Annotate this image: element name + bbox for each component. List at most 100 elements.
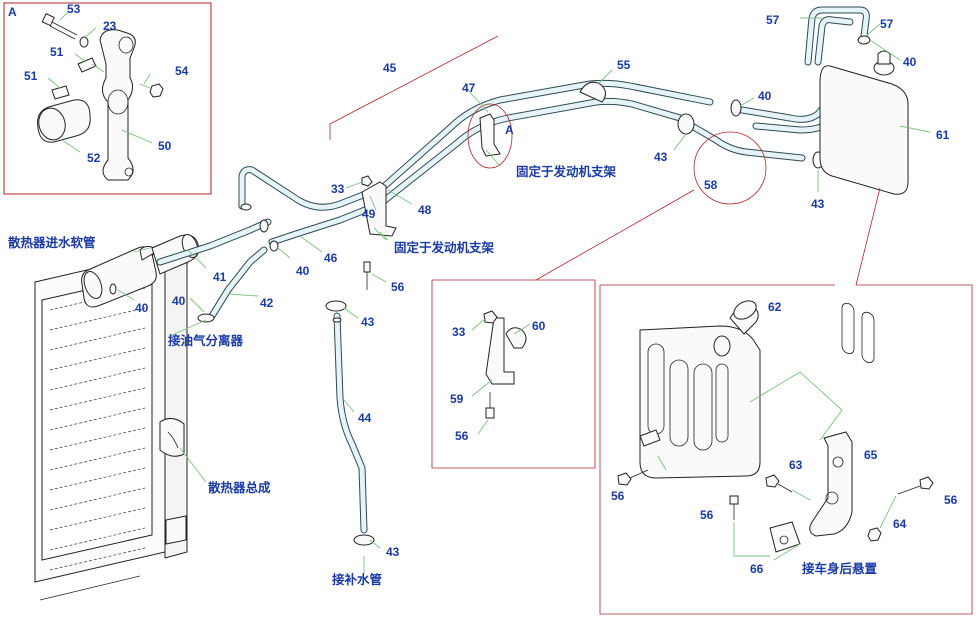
bolt-56-mid bbox=[729, 495, 739, 505]
callout-57b: 57 bbox=[880, 17, 894, 31]
callout-59: 59 bbox=[450, 392, 464, 406]
hose-network bbox=[156, 6, 870, 534]
bracket-48-49 bbox=[361, 175, 397, 290]
callout-33a: 33 bbox=[331, 182, 345, 196]
callout-52: 52 bbox=[87, 151, 101, 165]
callout-56c: 56 bbox=[611, 489, 625, 503]
callout-53: 53 bbox=[67, 2, 81, 16]
detail-a-circle bbox=[467, 103, 513, 169]
bolt-63 bbox=[765, 474, 780, 488]
clamp bbox=[240, 203, 252, 211]
callout-54: 54 bbox=[175, 64, 189, 78]
callout-46: 46 bbox=[324, 251, 338, 265]
label-to-makeup-water-pipe: 接补水管 bbox=[332, 572, 382, 587]
tank-61-detail bbox=[639, 325, 761, 479]
bolt-33-detail bbox=[483, 310, 498, 324]
callout-56b: 56 bbox=[455, 429, 469, 443]
callout-62: 62 bbox=[768, 300, 782, 314]
callout-43d: 43 bbox=[386, 545, 400, 559]
detail-a-leaders bbox=[47, 11, 153, 153]
nut-54 bbox=[149, 83, 164, 98]
callout-60: 60 bbox=[532, 319, 546, 333]
callout-65: 65 bbox=[864, 448, 878, 462]
bracket-66 bbox=[769, 521, 801, 553]
label-fixed-to-engine-bracket-1: 固定于发动机支架 bbox=[516, 164, 617, 179]
callout-55: 55 bbox=[617, 58, 631, 72]
label-radiator-inlet-hose: 散热器进水软管 bbox=[8, 235, 96, 250]
callout-49: 49 bbox=[362, 207, 376, 221]
callout-40a: 40 bbox=[903, 55, 917, 69]
callout-40d: 40 bbox=[296, 264, 310, 278]
callout-64: 64 bbox=[893, 517, 907, 531]
clamp-a-tag: A bbox=[505, 123, 514, 137]
expansion-tank-61 bbox=[819, 50, 909, 364]
callout-40b: 40 bbox=[758, 89, 772, 103]
hose-clamps bbox=[197, 35, 871, 546]
callout-43b: 43 bbox=[811, 197, 825, 211]
bushing-51a bbox=[77, 57, 97, 73]
label-to-oil-gas-separator: 接油气分离器 bbox=[168, 333, 244, 348]
radiator-core-grid bbox=[49, 287, 146, 571]
callout-33b: 33 bbox=[452, 325, 466, 339]
label-radiator-assembly: 散热器总成 bbox=[208, 480, 271, 495]
clamp-43 bbox=[325, 300, 347, 312]
callout-45: 45 bbox=[383, 61, 397, 75]
bracket-59 bbox=[485, 317, 515, 385]
detail-a-panel: A bbox=[3, 2, 212, 195]
detail-bracket-60-panel bbox=[431, 189, 695, 469]
bolt-56 bbox=[363, 261, 371, 273]
callout-61: 61 bbox=[936, 128, 950, 142]
radiator-assembly bbox=[34, 251, 188, 601]
bolt-53 bbox=[41, 13, 78, 40]
callout-51a: 51 bbox=[50, 45, 64, 59]
callout-43a: 43 bbox=[654, 150, 668, 164]
detail-a-tag: A bbox=[8, 5, 17, 19]
callout-44: 44 bbox=[358, 411, 372, 425]
callout-51b: 51 bbox=[24, 69, 38, 83]
clamp-40-tank bbox=[730, 99, 742, 117]
clamp-43-tank bbox=[677, 113, 695, 135]
detail-tank-mount-panel bbox=[599, 187, 973, 615]
callout-66: 66 bbox=[750, 562, 764, 576]
clamp-40 bbox=[197, 313, 215, 323]
callout-57a: 57 bbox=[766, 13, 780, 27]
main-leaders bbox=[117, 17, 931, 574]
clamp bbox=[332, 317, 342, 323]
label-to-cab-rear-suspension: 接车身后悬置 bbox=[802, 561, 878, 576]
callout-56d: 56 bbox=[700, 508, 714, 522]
bushing-51b bbox=[51, 85, 70, 100]
clamp bbox=[259, 219, 269, 233]
clamp-40-top bbox=[857, 35, 871, 45]
washer-23 bbox=[79, 36, 89, 48]
nut-64 bbox=[867, 527, 882, 542]
callout-41: 41 bbox=[213, 270, 227, 284]
callout-23: 23 bbox=[103, 19, 117, 33]
callout-40c: 40 bbox=[135, 301, 149, 315]
detail-a-frame bbox=[3, 2, 212, 195]
callout-56a: 56 bbox=[391, 280, 405, 294]
callout-47: 47 bbox=[462, 81, 476, 95]
bolt-56-left bbox=[617, 472, 632, 486]
clamp-43-bottom bbox=[353, 534, 375, 546]
bracket-65 bbox=[809, 431, 853, 537]
detail-58-circle bbox=[693, 131, 767, 205]
bracket-50 bbox=[99, 29, 136, 181]
bracket-47: A bbox=[467, 103, 514, 169]
callout-40e: 40 bbox=[172, 294, 186, 308]
clamp-60 bbox=[505, 327, 527, 349]
label-fixed-to-engine-bracket-2: 固定于发动机支架 bbox=[394, 240, 495, 255]
bolt-56-right bbox=[919, 476, 934, 490]
clip-55 bbox=[579, 81, 606, 103]
sleeve-52 bbox=[37, 99, 91, 143]
bolt-33 bbox=[361, 175, 373, 187]
callout-58: 58 bbox=[704, 178, 718, 192]
callout-63: 63 bbox=[789, 458, 803, 472]
callout-56e: 56 bbox=[944, 493, 958, 507]
callout-42: 42 bbox=[260, 296, 274, 310]
callout-48: 48 bbox=[418, 203, 432, 217]
callout-50: 50 bbox=[158, 139, 172, 153]
callout-43c: 43 bbox=[361, 315, 375, 329]
bolt-56-detail bbox=[485, 407, 495, 419]
clamp bbox=[269, 240, 279, 252]
